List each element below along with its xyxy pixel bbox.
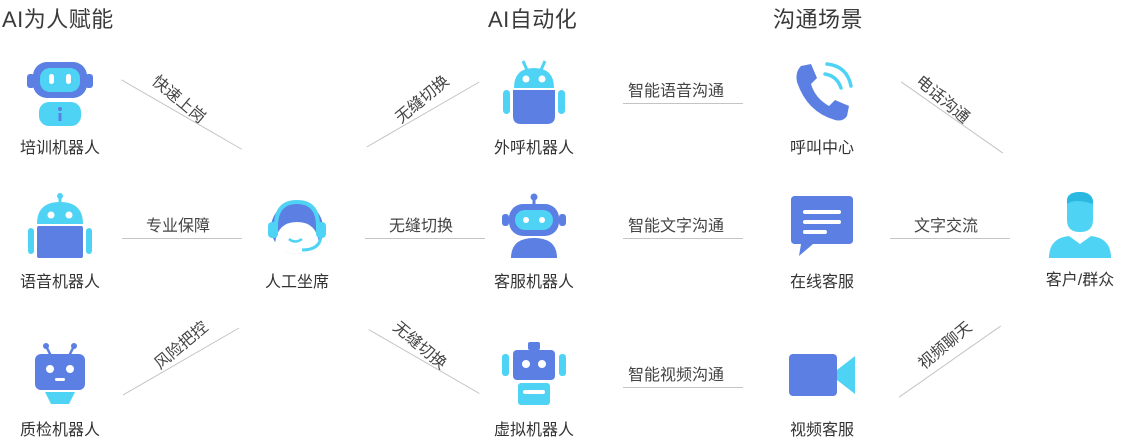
heading-ai-empower: AI为人赋能: [2, 7, 114, 32]
node-online-service: 在线客服: [762, 192, 882, 292]
label-outbound-robot: 外呼机器人: [493, 140, 574, 157]
link-label-fast-onboard: 快速上岗: [148, 72, 209, 128]
connector-line: [122, 238, 242, 239]
person-icon: [1049, 192, 1111, 258]
label-customer: 客户/群众: [1045, 272, 1115, 289]
outbound-robot-icon: [503, 60, 565, 124]
voice-robot-icon: [28, 193, 92, 258]
qc-robot-icon: [35, 343, 85, 404]
link-label-smart-text: 智能文字沟通: [628, 218, 725, 235]
label-training-robot: 培训机器人: [19, 140, 100, 157]
label-video-service: 视频客服: [789, 422, 854, 439]
connector-line: [623, 387, 743, 388]
link-label-seamless-2: 无缝切换: [389, 218, 454, 235]
link-label-phone: 电话沟通: [912, 72, 973, 128]
node-voice-robot: 语音机器人: [0, 192, 120, 292]
virtual-robot-icon: [502, 342, 566, 405]
connector-line: [623, 103, 743, 104]
service-robot-icon: [502, 193, 566, 258]
link-label-smart-video: 智能视频沟通: [628, 367, 725, 384]
label-voice-robot: 语音机器人: [19, 274, 100, 291]
link-label-text-exchange: 文字交流: [914, 218, 979, 235]
link-label-smart-voice: 智能语音沟通: [628, 83, 725, 100]
node-customer: 客户/群众: [1020, 190, 1126, 290]
node-outbound-robot: 外呼机器人: [474, 58, 594, 158]
label-online-service: 在线客服: [789, 274, 854, 291]
node-virtual-robot: 虚拟机器人: [474, 340, 594, 440]
link-label-risk-control: 风险把控: [151, 318, 212, 374]
training-robot-icon: [27, 62, 93, 126]
label-qc-robot: 质检机器人: [19, 422, 100, 439]
heading-channels: 沟通场景: [773, 7, 864, 32]
node-call-center: 呼叫中心: [762, 58, 882, 158]
node-training-robot: 培训机器人: [0, 58, 120, 158]
link-label-seamless-3: 无缝切换: [389, 318, 450, 374]
chat-bubble-icon: [791, 196, 853, 256]
connector-line: [365, 238, 485, 239]
label-call-center: 呼叫中心: [789, 140, 854, 157]
heading-ai-automation: AI自动化: [488, 7, 578, 32]
connector-line: [890, 238, 1010, 239]
label-virtual-robot: 虚拟机器人: [493, 422, 574, 439]
link-label-pro-guarantee: 专业保障: [146, 218, 211, 235]
label-human-agent: 人工坐席: [264, 274, 329, 291]
node-qc-robot: 质检机器人: [0, 340, 120, 440]
node-human-agent: 人工坐席: [237, 192, 357, 292]
node-service-robot: 客服机器人: [474, 192, 594, 292]
video-camera-icon: [789, 354, 855, 396]
phone-icon: [796, 62, 853, 121]
headset-agent-icon: [268, 199, 326, 254]
connector-line: [623, 238, 743, 239]
link-label-seamless-1: 无缝切换: [392, 72, 453, 128]
node-video-service: 视频客服: [762, 340, 882, 440]
label-service-robot: 客服机器人: [493, 274, 574, 291]
